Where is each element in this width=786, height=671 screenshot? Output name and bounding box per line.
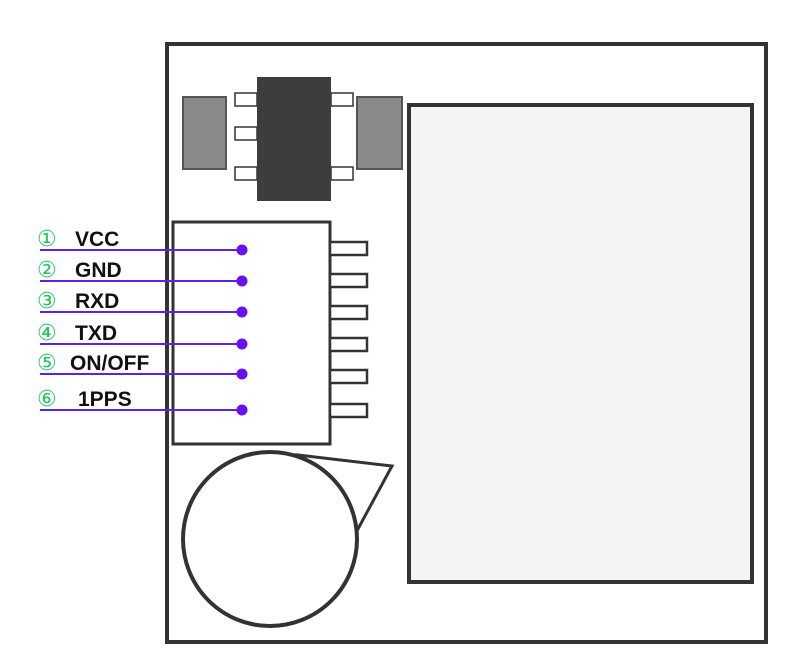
pin-label-txd: TXD: [75, 322, 117, 345]
ic-lead-left-2: [234, 126, 258, 141]
pin-number-2: ②: [37, 258, 57, 283]
pin-dot-3: [236, 306, 248, 318]
passive-component-right: [356, 96, 403, 170]
connector-pins: [328, 240, 369, 419]
pin-label-on-off: ON/OFF: [70, 352, 149, 375]
connector-pin-5: [328, 368, 369, 385]
antenna-patch: [407, 103, 754, 584]
pin-number-4: ④: [37, 321, 57, 346]
ic-lead-right-2: [330, 166, 354, 181]
backup-battery: [181, 450, 359, 628]
connector-pin-6: [328, 402, 369, 419]
pin-label-rxd: RXD: [75, 290, 119, 313]
ic-lead-left-3: [234, 166, 258, 181]
pin-number-5: ⑤: [37, 351, 57, 376]
pin-label-1pps: 1PPS: [78, 388, 132, 411]
connector-housing: [171, 220, 332, 446]
passive-component-left: [182, 96, 227, 170]
ic-lead-left-1: [234, 92, 258, 107]
pin-callouts: ① VCC ② GND ③ RXD ④ TXD ⑤ ON/OFF ⑥ 1PPS: [37, 227, 248, 416]
pin-number-6: ⑥: [37, 387, 57, 412]
connector-pin-4: [328, 336, 369, 353]
pin-label-vcc: VCC: [75, 228, 119, 251]
connector-pin-2: [328, 272, 369, 289]
pin-dot-6: [236, 404, 248, 416]
pin-number-3: ③: [37, 289, 57, 314]
pin-dot-1: [236, 244, 248, 256]
pin-number-1: ①: [37, 227, 57, 252]
ic-chip: [257, 77, 331, 201]
connector-pin-1: [328, 240, 369, 257]
pin-dot-2: [236, 275, 248, 287]
pin-dot-4: [236, 338, 248, 350]
ic-lead-right-1: [330, 92, 354, 107]
pin-label-gnd: GND: [75, 259, 122, 282]
pin-dot-5: [236, 368, 248, 380]
connector-pin-3: [328, 304, 369, 321]
